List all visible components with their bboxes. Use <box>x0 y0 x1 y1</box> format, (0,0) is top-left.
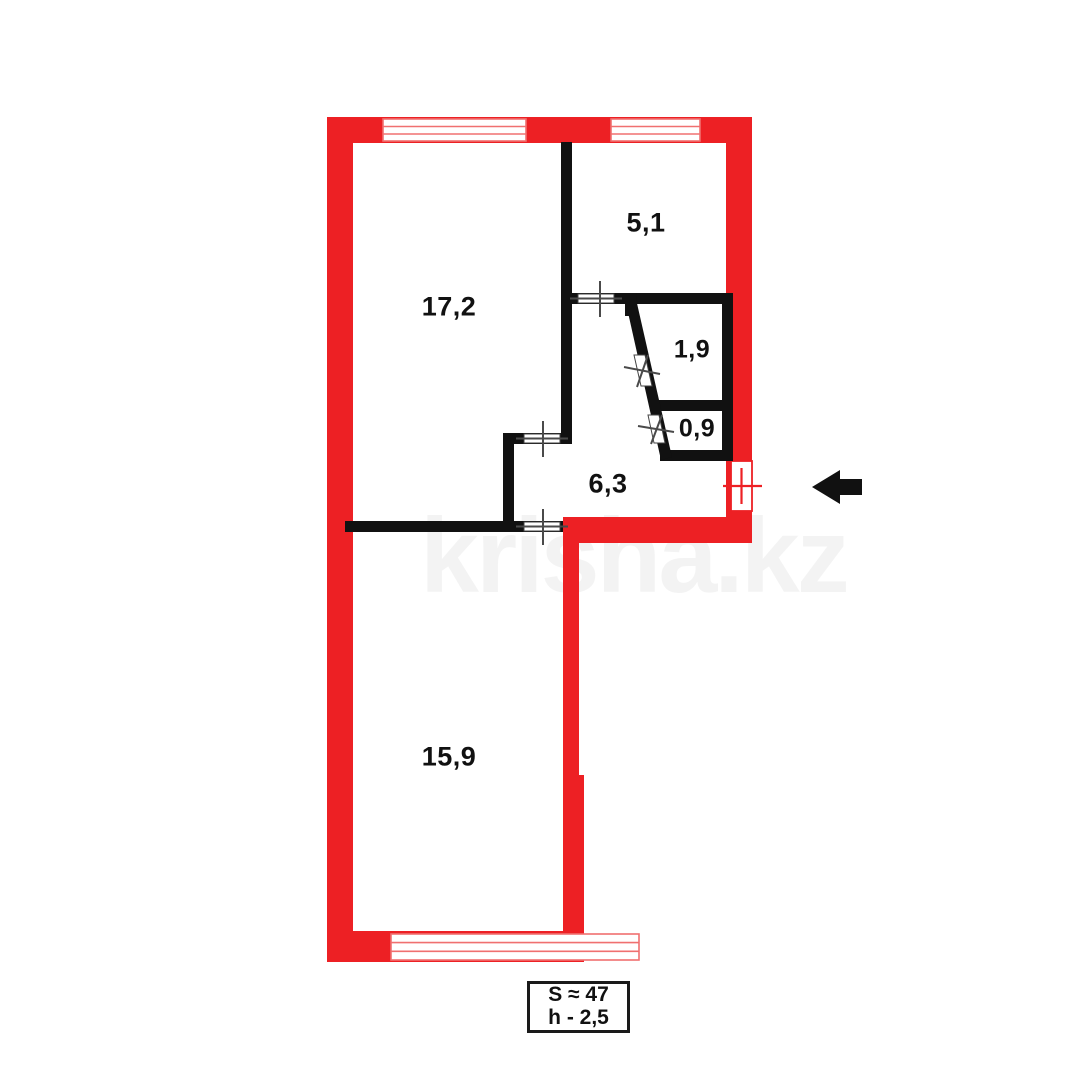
exterior-wall-right-bedroom-lower <box>563 775 584 962</box>
interior-wall-living-vertical <box>561 142 572 443</box>
exterior-walls <box>327 117 752 962</box>
exterior-wall-right-bedroom-upper <box>563 525 579 778</box>
interior-wall-bath-right <box>722 299 733 459</box>
interior-wall-bath-toilet-divider <box>652 400 733 411</box>
ceiling-height-text: h - 2,5 <box>548 1006 609 1029</box>
entrance-arrow <box>812 470 862 504</box>
interior-wall-bath-angled-shoulder <box>625 293 638 316</box>
room-label-bathroom: 1,9 <box>673 335 711 364</box>
windows <box>382 118 701 961</box>
door-toilet <box>637 414 675 445</box>
window-living-room <box>382 118 527 142</box>
room-label-bedroom: 15,9 <box>421 741 477 772</box>
interior-wall-bedroom-top <box>345 521 563 532</box>
room-label-toilet: 0,9 <box>678 414 716 443</box>
interior-wall-living-jog-vertical <box>503 433 514 531</box>
room-label-living-room: 17,2 <box>421 291 477 322</box>
door-bedroom <box>516 509 568 545</box>
room-label-hall: 6,3 <box>588 468 628 499</box>
interior-doors[interactable] <box>516 281 675 545</box>
door-bathroom <box>623 354 661 388</box>
entrance-door[interactable] <box>723 460 762 512</box>
info-box: S ≈ 47 h - 2,5 <box>527 981 630 1033</box>
interior-wall-kitchen-bottom <box>572 293 733 304</box>
window-kitchen <box>610 118 701 142</box>
door-living-room <box>516 421 568 457</box>
total-area-text: S ≈ 47 <box>548 983 609 1007</box>
exterior-wall-left <box>327 117 353 962</box>
door-kitchen <box>570 281 622 317</box>
room-label-kitchen: 5,1 <box>626 207 666 238</box>
window-bedroom <box>390 933 640 961</box>
interior-wall-toilet-bottom <box>660 450 733 461</box>
exterior-wall-bottom-upper <box>563 517 752 543</box>
